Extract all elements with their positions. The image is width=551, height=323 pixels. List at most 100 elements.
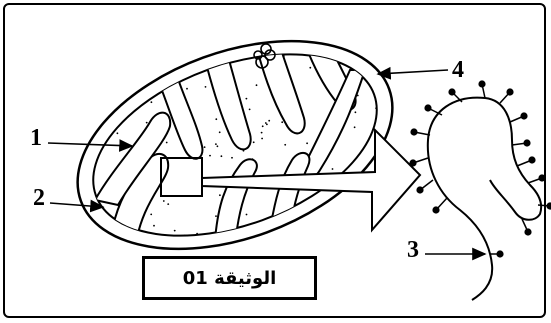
matrix-granule [354, 126, 356, 128]
matrix-granule [146, 122, 148, 124]
matrix-granule [355, 111, 357, 113]
matrix-granule [166, 142, 168, 144]
matrix-granule [107, 247, 109, 249]
matrix-granule [340, 248, 342, 250]
matrix-granule [219, 131, 221, 133]
matrix-granule [261, 138, 263, 140]
particle-head [496, 250, 503, 257]
document-caption: الوثيقة 01 [142, 256, 317, 300]
matrix-granule [106, 73, 108, 75]
matrix-granule [366, 220, 368, 222]
matrix-granule [262, 125, 264, 127]
particle-head [506, 88, 513, 95]
matrix-granule [231, 157, 233, 159]
matrix-granule [215, 143, 217, 145]
matrix-granule [105, 44, 107, 46]
matrix-granule [81, 115, 83, 117]
matrix-granule [177, 44, 179, 46]
matrix-granule [281, 121, 283, 123]
matrix-granule [354, 238, 356, 240]
matrix-granule [205, 86, 207, 88]
matrix-granule [256, 84, 258, 86]
matrix-granule [215, 118, 217, 120]
matrix-granule [95, 117, 97, 119]
matrix-granule [268, 120, 270, 122]
matrix-granule [313, 233, 315, 235]
matrix-granule [261, 132, 263, 134]
particle-head [538, 174, 545, 181]
matrix-granule [182, 45, 184, 47]
matrix-granule [134, 50, 136, 52]
matrix-granule [221, 40, 223, 42]
matrix-granule [151, 101, 153, 103]
matrix-granule [200, 46, 202, 48]
matrix-granule [104, 234, 106, 236]
matrix-granule [131, 47, 133, 49]
label-3: 3 [407, 238, 419, 262]
matrix-granule [248, 247, 250, 249]
particle-head [523, 139, 530, 146]
particle-head [432, 206, 439, 213]
label-2: 2 [33, 186, 45, 210]
matrix-granule [167, 203, 169, 205]
matrix-granule [106, 69, 108, 71]
matrix-granule [105, 54, 107, 56]
particle-head [416, 186, 423, 193]
matrix-granule [370, 243, 372, 245]
particle-head [409, 159, 416, 166]
particle-head [546, 202, 551, 209]
matrix-granule [107, 103, 109, 105]
matrix-granule [106, 83, 108, 85]
matrix-granule [332, 168, 334, 170]
matrix-granule [345, 243, 347, 245]
label-4-arrow [378, 70, 448, 74]
matrix-granule [249, 109, 251, 111]
matrix-granule [132, 246, 134, 248]
matrix-granule [131, 40, 133, 42]
label-1: 1 [30, 126, 42, 150]
matrix-granule [306, 142, 308, 144]
matrix-granule [150, 214, 152, 216]
matrix-granule [262, 242, 264, 244]
matrix-granule [87, 72, 89, 74]
matrix-granule [79, 141, 81, 143]
matrix-granule [246, 98, 248, 100]
particle-head [528, 156, 535, 163]
matrix-granule [186, 88, 188, 90]
matrix-granule [94, 126, 96, 128]
crista-fragment [428, 98, 541, 300]
matrix-granule [323, 231, 325, 233]
particle-head [448, 88, 455, 95]
matrix-granule [90, 121, 92, 123]
matrix-granule [265, 122, 267, 124]
matrix-granule [246, 214, 248, 216]
matrix-granule [174, 230, 176, 232]
matrix-granule [224, 247, 226, 249]
matrix-granule [163, 200, 165, 202]
matrix-granule [219, 194, 221, 196]
matrix-granule [153, 225, 155, 227]
matrix-granule [130, 39, 132, 41]
matrix-granule [117, 132, 119, 134]
label-4: 4 [452, 58, 464, 82]
matrix-granule [99, 114, 101, 116]
matrix-granule [284, 144, 286, 146]
matrix-granule [309, 67, 311, 69]
matrix-granule [204, 146, 206, 148]
matrix-granule [343, 45, 345, 47]
matrix-granule [266, 124, 268, 126]
matrix-granule [95, 113, 97, 115]
particle-head [524, 228, 531, 235]
matrix-granule [221, 155, 223, 157]
matrix-granule [253, 141, 255, 143]
particle-head [478, 80, 485, 87]
matrix-granule [115, 90, 117, 92]
matrix-granule [215, 215, 217, 217]
matrix-granule [209, 155, 211, 157]
matrix-granule [196, 233, 198, 235]
particle-head [520, 112, 527, 119]
matrix-granule [217, 145, 219, 147]
particle-head [410, 128, 417, 135]
matrix-granule [121, 86, 123, 88]
